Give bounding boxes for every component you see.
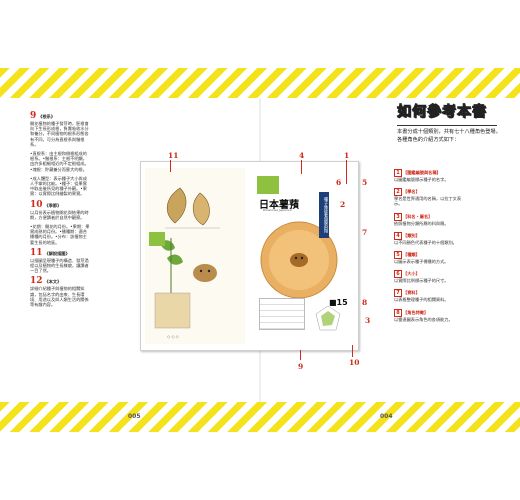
- entry-11: 11《解說插圖》 以插圖呈現種子的構造、發芽過程以及植物的生長樣貌，讓讀者一目了…: [30, 247, 90, 274]
- legend-heading: 【種類】: [403, 252, 420, 258]
- legend-body: 以表格整理種子的相關資料。: [394, 297, 449, 303]
- legend-item: 7【資料】以表格整理種子的相關資料。: [394, 289, 464, 302]
- legend-body: 以雷達圖表示角色的各項能力。: [394, 316, 453, 322]
- sample-data-table: [259, 298, 305, 330]
- callout-9: 9: [298, 362, 304, 371]
- entry-body: •成人體型：表示種子大小與成人手掌的比較。•種子：從果實中取出後所見的種子外觀。…: [30, 175, 87, 197]
- legend-heading: 【圖鑑編號與名稱】: [403, 170, 441, 175]
- legend-item: 2【學名】學名是世界通用的名稱，以拉丁文表示。: [394, 188, 464, 206]
- legend-number: 3: [394, 212, 402, 221]
- legend-heading: 【資料】: [403, 290, 420, 296]
- legend-number: 7: [394, 289, 402, 298]
- legend-body: 依照植物分類所屬的科與屬。: [394, 220, 449, 226]
- legend-item: 8【角色特徵】以雷達圖表示角色的各項能力。: [394, 308, 464, 322]
- legend-number: 8: [394, 308, 402, 317]
- callout-line: [300, 350, 301, 360]
- entry-10-cont: •花期：開花的月份。•果期：果實成熟的月份。•播種期：適合播種的月份。•分布：該…: [30, 224, 90, 245]
- bottom-stripe-band: [0, 402, 520, 432]
- top-stripe-band: [0, 68, 520, 98]
- entry-body: •直根系：由主根和側根組成的根系。•鬚根系：主根不明顯，由許多粗細相近的不定根組…: [30, 151, 89, 172]
- callout-2: 2: [340, 200, 346, 209]
- legend-heading: 【角色特徵】: [403, 309, 429, 315]
- entry-title: 《解說插圖》: [44, 250, 70, 256]
- entry-body: 開花植物的種子發芽時，胚根會向下生長形成根，負責吸收水分和養分。不同植物的根系形…: [30, 121, 89, 147]
- seed-character-illustration: [251, 168, 354, 344]
- sample-scientific-name: Dioscorea japonica: [263, 208, 292, 212]
- illustration-left-page: ◇ ◇ ◇: [145, 168, 245, 344]
- right-intro: 本書分成十個類別，共有七十八種角色登場，各種角色的介紹方式如下：: [397, 129, 501, 143]
- legend-body: 以不同顏色代表種子的十個類別。: [394, 239, 457, 245]
- legend-item: 5【種類】以圖示表示種子傳播的方式。: [394, 251, 464, 264]
- legend-item: 4【類別】以不同顏色代表種子的十個類別。: [394, 231, 464, 245]
- callout-line: [170, 160, 171, 172]
- legend-body: 以圖示表示種子傳播的方式。: [394, 259, 449, 265]
- entry-10: 10《季節》 以月份表示植物開花與結果的時期，方便讀者於自然中觀察。: [30, 199, 90, 220]
- entry-9: 9《根系》 開花植物的種子發芽時，胚根會向下生長形成根，負責吸收水分和養分。不同…: [30, 112, 90, 147]
- legend-number: 4: [394, 231, 402, 240]
- callout-6: 6: [336, 178, 342, 187]
- callout-1: 1: [344, 151, 350, 160]
- entry-number: 9: [30, 111, 37, 121]
- callout-11: 11: [168, 151, 179, 160]
- callout-4: 4: [299, 151, 305, 160]
- legend-heading: 【學名】: [403, 189, 420, 195]
- callout-line: [346, 160, 347, 184]
- callout-3: 3: [365, 316, 371, 325]
- callout-7: 7: [362, 228, 368, 237]
- legend-item: 1【圖鑑編號與名稱】以圖鑑編號標示種子的名字。: [394, 169, 464, 182]
- callout-8: 8: [362, 298, 368, 307]
- illustration-right-page: 日本薯蕷 Dioscorea japonica 種子像披著翅膀飛翔 ■15: [251, 168, 354, 344]
- seed-growth-illustration: ◇ ◇ ◇: [145, 168, 245, 344]
- category-color-block: [149, 232, 165, 246]
- left-column: 9《根系》 開花植物的種子發芽時，胚根會向下生長形成根，負責吸收水分和養分。不同…: [30, 112, 90, 311]
- callout-5: 5: [362, 178, 368, 187]
- entry-body: 詳細介紹種子與植物的相關知識，包括名字的由來、生長環境、用途以及與人類生活的關係…: [30, 286, 89, 308]
- entry-title: 《季節》: [44, 202, 62, 208]
- entry-body: •花期：開花的月份。•果期：果實成熟的月份。•播種期：適合播種的月份。•分布：該…: [30, 224, 90, 245]
- entry-number: 10: [30, 199, 43, 210]
- legend-body: 學名是世界通用的名稱，以拉丁文表示。: [394, 196, 462, 207]
- callout-line: [352, 345, 353, 357]
- entry-body: 以月份表示植物開花與結果的時期，方便讀者於自然中觀察。: [30, 209, 89, 220]
- radar-chart-icon: [315, 305, 341, 331]
- legend-heading: 【大小】: [403, 271, 420, 277]
- sample-spread-illustration: ◇ ◇ ◇ 日本薯蕷 Dioscorea japonica 種子像披著翅膀飛翔 …: [140, 161, 359, 351]
- entry-number: 11: [30, 247, 43, 258]
- legend-number: 1: [394, 169, 402, 177]
- legend-list: 1【圖鑑編號與名稱】以圖鑑編號標示種子的名字。 2【學名】學名是世界通用的名稱，…: [394, 169, 464, 328]
- entry-title: 《本文》: [44, 279, 62, 285]
- legend-number: 2: [394, 188, 402, 197]
- entry-body: 以插圖呈現種子的構造、發芽過程以及植物的生長樣貌，讓讀者一目了然。: [30, 257, 89, 274]
- legend-body: 以實際比例標示種子的尺寸。: [394, 278, 449, 284]
- legend-heading: 【科名・屬名】: [403, 213, 433, 219]
- entry-title: 《根系》: [38, 114, 56, 119]
- legend-heading: 【類別】: [403, 232, 420, 238]
- callout-10: 10: [349, 358, 360, 367]
- legend-item: 3【科名・屬名】依照植物分類所屬的科與屬。: [394, 212, 464, 226]
- entry-9-cont2: •成人體型：表示種子大小與成人手掌的比較。•種子：從果實中取出後所見的種子外觀。…: [30, 176, 90, 197]
- sample-title: 日本薯蕷: [259, 200, 299, 211]
- title-underline: [397, 125, 497, 126]
- legend-item: 6【大小】以實際比例標示種子的尺寸。: [394, 270, 464, 283]
- right-title: 如何參考本書: [397, 104, 487, 121]
- legend-number: 6: [394, 270, 402, 279]
- page-number-left: 005: [128, 413, 141, 420]
- entry-9-cont: •直根系：由主根和側根組成的根系。•鬚根系：主根不明顯，由許多粗細相近的不定根組…: [30, 151, 90, 172]
- entry-12: 12《本文》 詳細介紹種子與植物的相關知識，包括名字的由來、生長環境、用途以及與…: [30, 277, 90, 307]
- sample-badge: ■15: [329, 298, 348, 307]
- entry-number: 12: [30, 276, 43, 287]
- sample-side-label: 種子像披著翅膀飛翔: [319, 192, 329, 238]
- callout-line: [301, 160, 302, 174]
- page-number-right: 004: [380, 413, 393, 420]
- legend-body: 以圖鑑編號標示種子的名字。: [394, 177, 449, 182]
- legend-number: 5: [394, 251, 402, 260]
- svg-text:◇ ◇ ◇: ◇ ◇ ◇: [167, 334, 180, 339]
